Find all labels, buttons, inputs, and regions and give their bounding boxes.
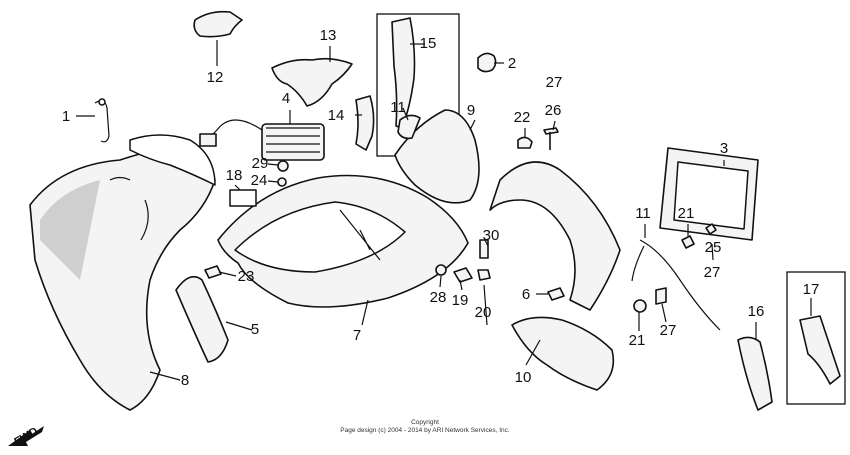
part-20-nut <box>477 269 491 281</box>
callout-c18: 18 <box>226 167 243 184</box>
part-18-label <box>229 189 257 207</box>
callout-c4: 4 <box>282 90 290 107</box>
callout-c11b: 11 <box>635 205 651 222</box>
callout-c6: 6 <box>522 286 530 303</box>
callout-c30: 30 <box>483 227 500 244</box>
part-21-grommet-upper <box>681 235 695 249</box>
part-16-duct <box>737 336 773 411</box>
part-29-screw <box>277 160 289 172</box>
callout-c23: 23 <box>238 268 255 285</box>
callout-c8: 8 <box>181 372 189 389</box>
part-21-grommet-lower <box>633 299 647 313</box>
part-27-bolt-lower <box>655 287 667 305</box>
callout-c9: 9 <box>467 102 475 119</box>
callout-c27c: 27 <box>660 322 677 339</box>
callout-c25: 25 <box>705 239 722 256</box>
fwd-arrow: FWD <box>8 425 44 448</box>
callout-c13: 13 <box>320 27 337 44</box>
part-13-seat-cover <box>271 57 353 107</box>
part-25-nut <box>705 223 717 235</box>
part-23-bolt <box>204 265 222 279</box>
callout-c10: 10 <box>515 369 532 386</box>
callout-c1: 1 <box>62 108 70 125</box>
part-10-guard <box>511 316 615 391</box>
callout-c5: 5 <box>251 321 259 338</box>
callout-c14: 14 <box>328 107 345 124</box>
copyright-title: Copyright <box>411 419 439 426</box>
callout-c15: 15 <box>420 35 437 52</box>
callout-c12: 12 <box>207 69 224 86</box>
callout-c24: 24 <box>251 172 268 189</box>
callout-c28: 28 <box>430 289 447 306</box>
callout-c29: 29 <box>252 155 269 172</box>
callout-c7: 7 <box>353 327 361 344</box>
part-12-cap <box>193 10 243 38</box>
part-9-duct <box>394 109 480 204</box>
callout-c22: 22 <box>514 109 531 126</box>
part-1-bracket <box>94 98 110 143</box>
callout-c3: 3 <box>720 140 728 157</box>
part-11-strap <box>631 239 721 331</box>
callout-c2: 2 <box>508 55 516 72</box>
part-14-bracket <box>355 95 375 151</box>
callout-c11a: 11 <box>390 99 406 116</box>
part-2-clip <box>477 52 497 73</box>
callout-c21a: 21 <box>678 205 695 222</box>
part-6-bolt <box>547 287 565 301</box>
callout-c27b: 27 <box>704 264 721 281</box>
inset-box-17 <box>786 271 846 405</box>
part-17-duct <box>799 315 841 385</box>
callout-c21b: 21 <box>629 332 646 349</box>
callout-c26: 26 <box>545 102 562 119</box>
part-26-bolt <box>543 127 559 150</box>
callout-c16: 16 <box>748 303 765 320</box>
part-4-regulator <box>199 119 325 161</box>
part-19-collar <box>453 267 473 283</box>
callout-c20: 20 <box>475 304 492 321</box>
leader-lines <box>76 40 812 381</box>
rear-stay <box>489 161 621 311</box>
callout-numbers: 1234567891011111213141516171819202121222… <box>62 27 820 389</box>
part-3-plate-bracket <box>659 147 759 241</box>
callout-c19: 19 <box>452 292 469 309</box>
callout-c27a: 27 <box>546 74 563 91</box>
part-22-cap <box>517 136 533 149</box>
callout-c17: 17 <box>803 281 820 298</box>
part-28-washer <box>435 264 447 276</box>
part-7-rear-fender <box>217 174 469 308</box>
part-8-inner-fender <box>29 134 216 411</box>
copyright-text: Page design (c) 2004 - 2014 by ARI Netwo… <box>340 427 510 434</box>
part-5-bracket <box>175 275 229 363</box>
part-24-nut <box>277 177 287 187</box>
